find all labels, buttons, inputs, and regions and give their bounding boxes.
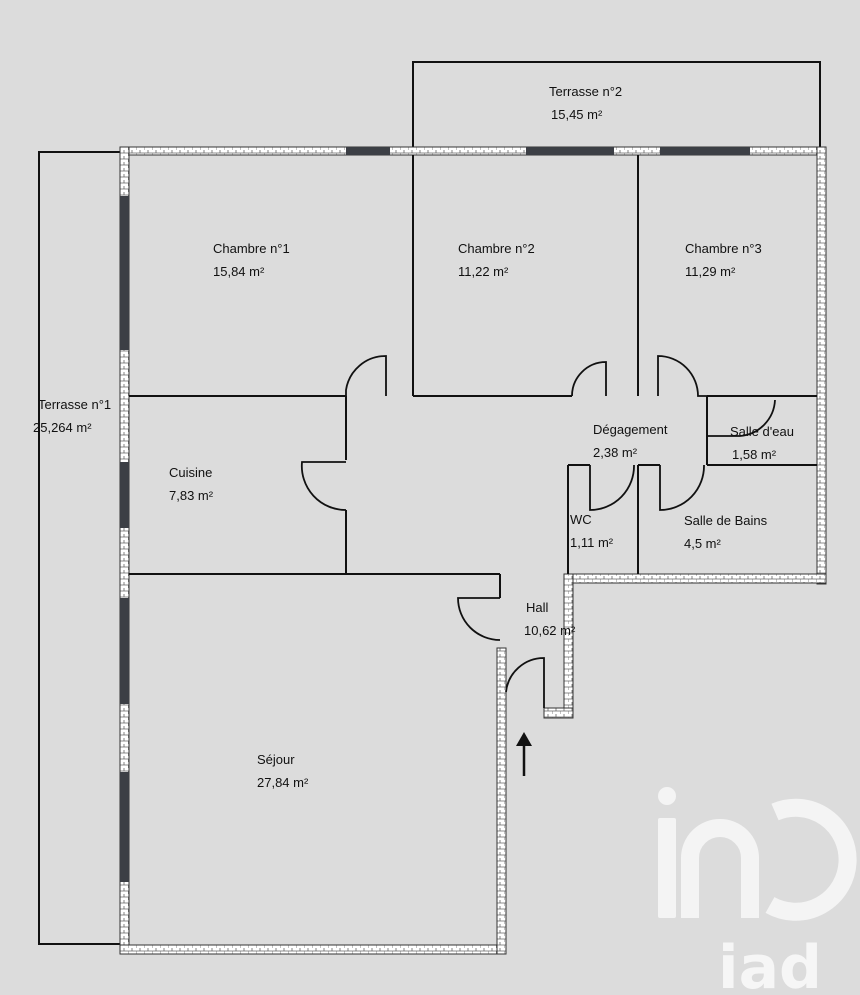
room-area: 10,62 m² [524, 623, 576, 638]
room-area: 11,22 m² [458, 264, 509, 279]
iad-logo-icon [658, 787, 857, 921]
room-label-salle-bains: Salle de Bains 4,5 m² [684, 513, 768, 551]
room-area: 15,45 m² [551, 107, 603, 122]
room-area: 25,264 m² [33, 420, 92, 435]
room-label-wc: WC 1,11 m² [570, 512, 614, 550]
room-label-terrasse1: Terrasse n°1 25,264 m² [33, 397, 111, 435]
room-name: Dégagement [593, 422, 668, 437]
room-label-salle-eau: Salle d'eau 1,58 m² [730, 424, 794, 462]
room-name: Chambre n°3 [685, 241, 762, 256]
door-chambre1 [345, 355, 387, 396]
room-name: Chambre n°1 [213, 241, 290, 256]
terrasse-2-outline [412, 61, 821, 152]
room-label-sejour: Séjour 27,84 m² [257, 752, 309, 790]
room-name: Cuisine [169, 465, 212, 480]
room-area: 7,83 m² [169, 488, 214, 503]
door-entrance [505, 657, 545, 708]
room-label-chambre2: Chambre n°2 11,22 m² [458, 241, 535, 279]
room-label-cuisine: Cuisine 7,83 m² [169, 465, 214, 503]
room-name: Salle d'eau [730, 424, 794, 439]
room-name: Terrasse n°2 [549, 84, 622, 99]
room-name: Chambre n°2 [458, 241, 535, 256]
doors [300, 355, 776, 708]
room-area: 15,84 m² [213, 264, 265, 279]
door-wc [589, 464, 635, 511]
room-name: Salle de Bains [684, 513, 768, 528]
room-name: Terrasse n°1 [38, 397, 111, 412]
room-label-chambre1: Chambre n°1 15,84 m² [213, 241, 290, 279]
room-name: WC [570, 512, 592, 527]
room-label-chambre3: Chambre n°3 11,29 m² [685, 241, 762, 279]
entrance-arrow-icon [516, 732, 532, 776]
interior-walls [129, 155, 817, 598]
room-area: 4,5 m² [684, 536, 722, 551]
room-area: 11,29 m² [685, 264, 736, 279]
door-salle-eau [707, 399, 776, 437]
room-name: Hall [526, 600, 549, 615]
room-label-terrasse2: Terrasse n°2 15,45 m² [549, 84, 622, 122]
room-label-hall: Hall 10,62 m² [524, 600, 576, 638]
door-chambre2 [571, 361, 607, 397]
room-label-degagement: Dégagement 2,38 m² [593, 422, 668, 460]
room-area: 1,11 m² [570, 535, 614, 550]
room-name: Séjour [257, 752, 295, 767]
room-area: 2,38 m² [593, 445, 638, 460]
door-chambre3 [657, 355, 707, 397]
door-salle-bains [659, 464, 705, 511]
door-cuisine [300, 461, 347, 511]
iad-logo-text: iad [718, 933, 822, 995]
door-sejour [457, 597, 501, 641]
room-area: 1,58 m² [732, 447, 777, 462]
windows [120, 147, 750, 882]
room-area: 27,84 m² [257, 775, 309, 790]
terrasse-1-outline [38, 151, 122, 945]
